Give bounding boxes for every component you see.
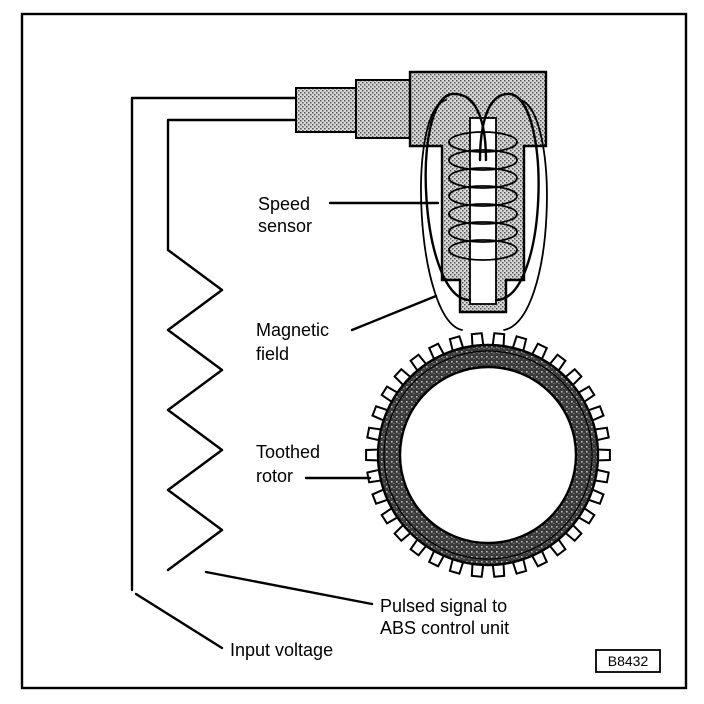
magnetic-field-label-line1: Magnetic (256, 320, 329, 340)
connector-plug-1 (295, 87, 359, 133)
sensor-core (469, 117, 497, 305)
pulsed-signal-label-line2: ABS control unit (380, 618, 509, 638)
input-voltage-label: Input voltage (230, 640, 333, 660)
pulsed-signal-waveform (166, 248, 224, 572)
toothed-rotor-label-line2: rotor (256, 466, 293, 486)
speed-sensor-label-line2: sensor (258, 216, 312, 236)
speed-sensor-label: Speed sensor (258, 194, 315, 236)
magnetic-field-label: Magnetic field (256, 320, 334, 364)
input-voltage-leader (134, 592, 224, 650)
rotor-ring-outer-edge (383, 350, 593, 560)
toothed-rotor-label-line1: Toothed (256, 442, 320, 462)
pulsed-signal-leader (204, 570, 374, 606)
pulsed-signal-label: Pulsed signal to ABS control unit (380, 596, 512, 638)
inner-wire (166, 118, 298, 252)
magnetic-field-label-line2: field (256, 344, 289, 364)
figure-code-box (595, 649, 661, 673)
speed-sensor-label-line1: Speed (258, 194, 310, 214)
toothed-rotor-label: Toothed rotor (256, 442, 325, 486)
magnetic-field-leader (350, 294, 438, 332)
rotor-hole (398, 365, 578, 545)
pulsed-signal-label-line1: Pulsed signal to (380, 596, 507, 616)
sensor-coil (448, 131, 518, 261)
magnetic-field-lines (420, 92, 548, 331)
connector-plug-2 (355, 79, 415, 139)
figure-code: B8432 (608, 653, 649, 669)
toothed-rotor (365, 332, 611, 578)
outer-wire (130, 96, 298, 592)
